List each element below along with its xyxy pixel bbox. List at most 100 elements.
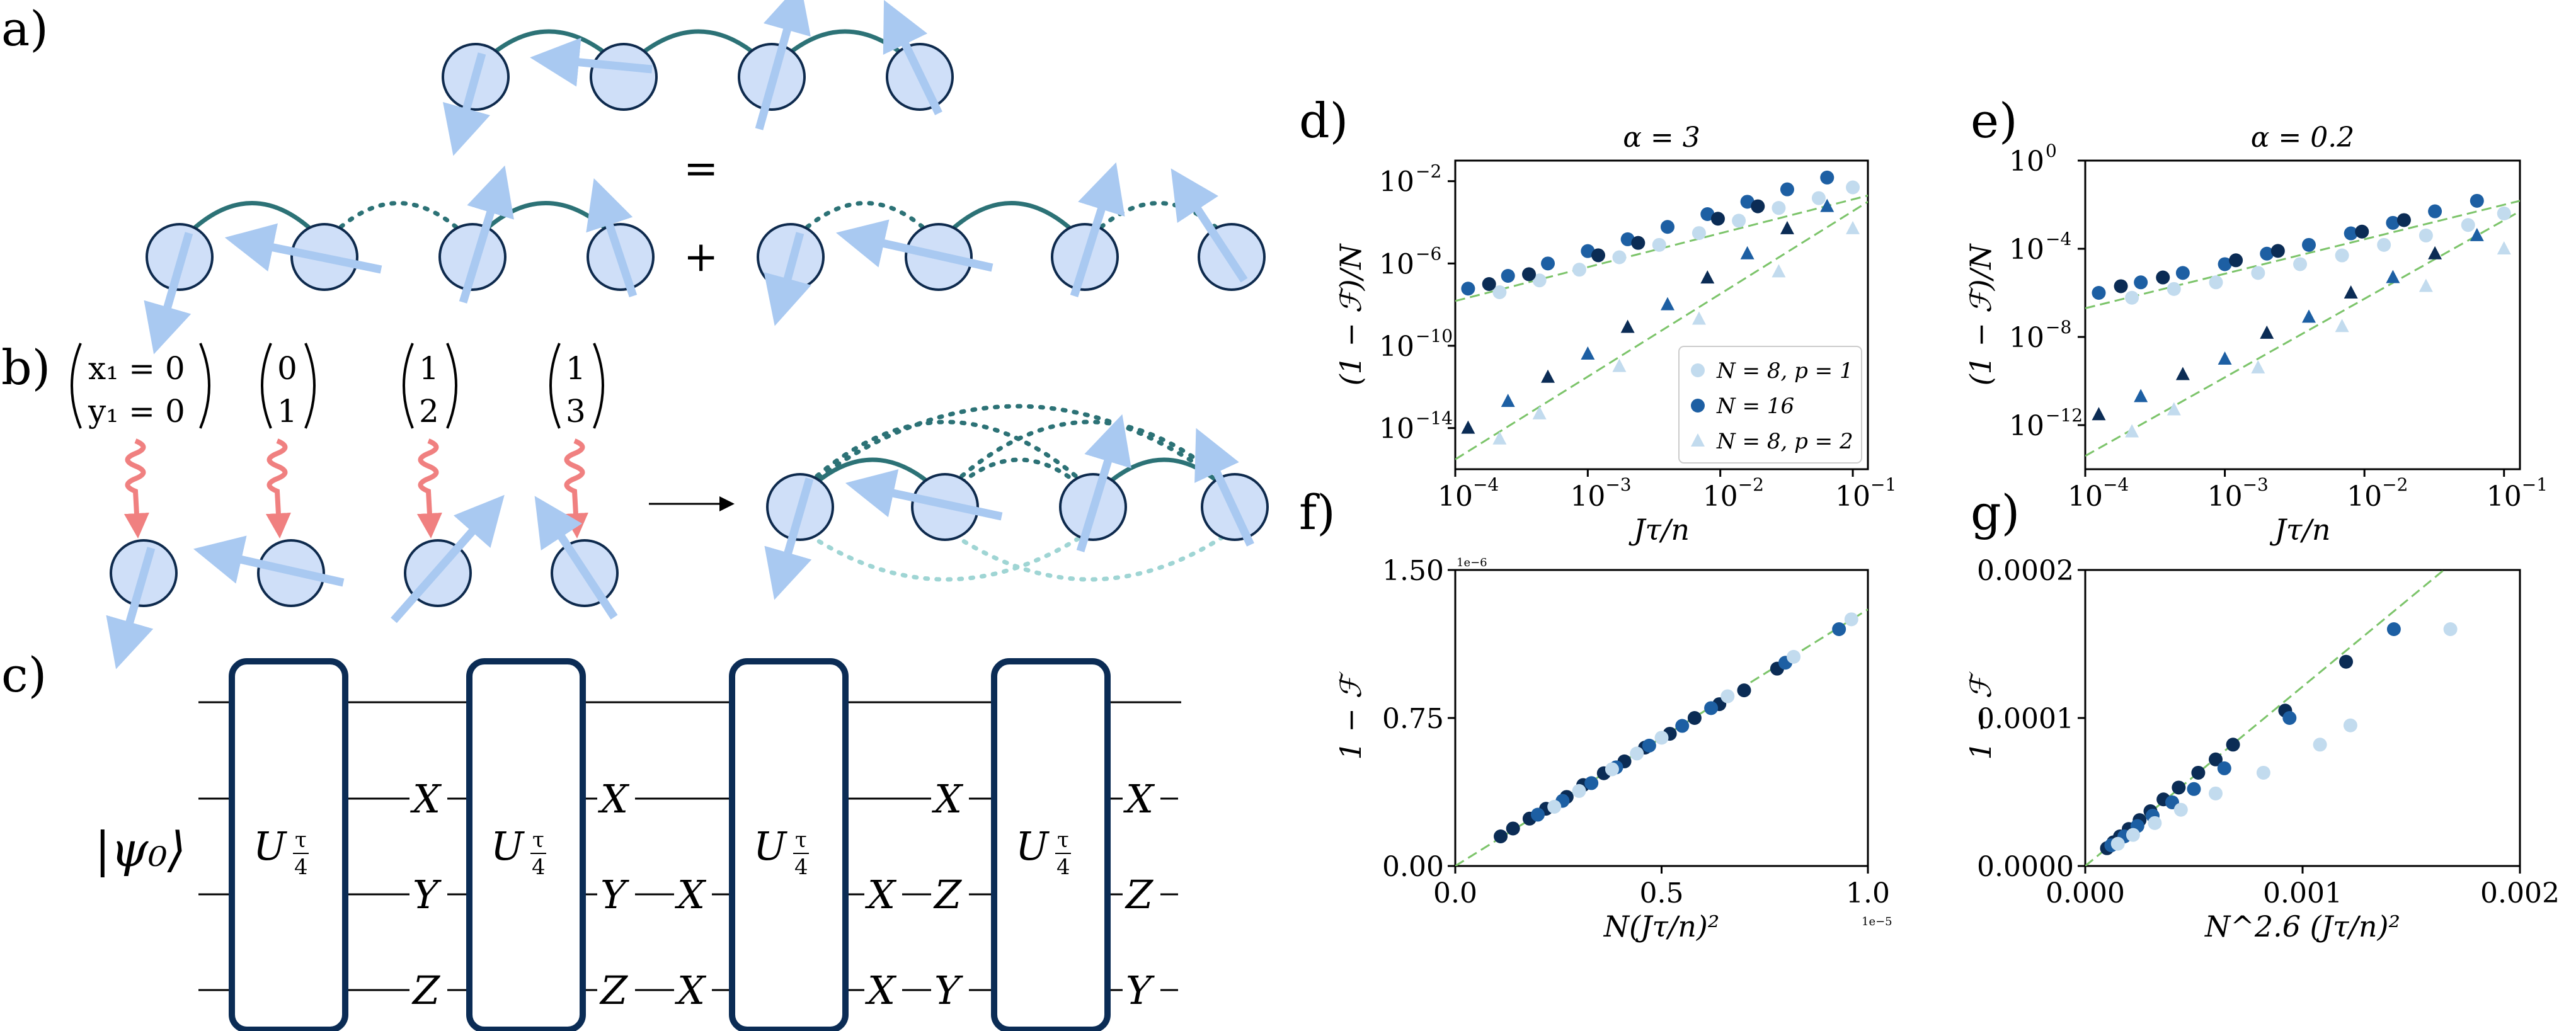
data-point <box>2110 836 2125 851</box>
pauli-label: Y <box>1126 967 1155 1013</box>
data-point <box>2256 765 2270 780</box>
vector-top: 1 <box>419 350 439 387</box>
data-point <box>2419 228 2433 242</box>
pauli-label: Y <box>934 967 963 1013</box>
data-point <box>2386 215 2400 230</box>
chart-title: α = 3 <box>1623 122 1700 154</box>
data-point <box>2386 622 2401 636</box>
y-tick-label: 0.75 <box>1382 703 1444 735</box>
spin-arrow <box>1171 168 1248 283</box>
x-tick-label: 0.000 <box>2046 877 2125 909</box>
gate-block: U τ 4 <box>991 658 1111 1031</box>
x-tick-label: 0.001 <box>2263 877 2342 909</box>
y-tick-label: 10 <box>2009 234 2044 266</box>
data-point <box>2251 266 2265 280</box>
y-axis-label: 1 − ℱ <box>1964 671 1998 760</box>
data-point <box>1675 719 1690 733</box>
unitary-gate <box>729 658 849 1031</box>
x-tick-label: 10 <box>1438 481 1473 513</box>
data-point <box>2167 282 2181 296</box>
data-point <box>2301 309 2316 323</box>
gate-sub-num: τ <box>532 828 544 853</box>
data-point <box>2218 351 2232 365</box>
y-tick-label: 10 <box>1379 166 1414 198</box>
data-point <box>2229 253 2243 268</box>
panel-label-c: c) <box>1 647 47 703</box>
data-point <box>1492 431 1507 445</box>
data-point <box>2461 218 2475 232</box>
data-point <box>2343 718 2357 732</box>
bond-dotted-long <box>798 404 1237 494</box>
spin-arrow <box>530 37 653 87</box>
data-point <box>1704 701 1719 715</box>
x-tick-exponent: −4 <box>2103 474 2129 495</box>
x-tick-label: 10 <box>2487 481 2522 513</box>
fit-line <box>2085 210 2520 457</box>
data-point <box>1772 264 1786 278</box>
bond <box>937 201 1087 244</box>
panel-label-e: e) <box>1971 93 2018 149</box>
pauli-label: X <box>598 776 630 822</box>
data-point <box>1482 277 1496 291</box>
data-point <box>2301 237 2316 252</box>
x-tick-label: 0.002 <box>2480 877 2560 909</box>
pauli-label: Y <box>413 872 442 918</box>
right-paren <box>199 343 210 429</box>
data-point <box>2209 275 2223 290</box>
spin-arrow <box>534 496 618 620</box>
data-point <box>1832 622 1846 636</box>
unitary-gate <box>991 658 1111 1031</box>
data-point <box>2175 367 2190 380</box>
data-point <box>1612 250 1627 265</box>
x-tick-exponent: −2 <box>2382 474 2408 495</box>
data-point <box>1700 207 1715 222</box>
x-axis-label: Jτ/n <box>1629 513 1690 547</box>
spin-arrow <box>224 223 382 274</box>
bond <box>178 201 326 244</box>
left-paren <box>261 343 272 429</box>
data-point <box>2092 286 2106 300</box>
data-point <box>1660 220 1674 234</box>
data-point <box>1732 214 1746 228</box>
panel-label-a: a) <box>1 1 49 57</box>
data-point <box>1461 420 1475 434</box>
position-vector: x₁ = 0 y₁ = 0 <box>71 343 210 430</box>
data-point <box>1787 649 1801 664</box>
spin-arrow <box>586 178 638 298</box>
data-point <box>1692 226 1706 241</box>
y-axis-label: (1 − ℱ)/N <box>1334 243 1368 386</box>
legend-marker <box>1691 433 1705 447</box>
data-point <box>1581 244 1595 258</box>
pauli-label: Z <box>933 872 962 918</box>
data-point <box>2396 213 2411 227</box>
data-point <box>2344 226 2358 241</box>
spin-arrow <box>193 535 345 587</box>
y-tick-label: 10 <box>1379 248 1414 280</box>
data-point <box>1652 237 1666 252</box>
data-point <box>1501 269 1515 283</box>
panel-b-diagram: x₁ = 0 y₁ = 0 0 1 1 2 1 3 <box>71 343 1269 669</box>
data-point <box>1620 232 1635 246</box>
data-point <box>2251 360 2265 373</box>
pauli-label: X <box>410 776 442 822</box>
gate-label: U <box>753 823 787 869</box>
spin-arrow <box>835 219 993 272</box>
data-point <box>2125 424 2139 438</box>
chart-title: α = 0.2 <box>2251 122 2355 154</box>
bond-dotted-long <box>942 419 1237 494</box>
data-point <box>1660 297 1674 310</box>
y-tick-label: 10 <box>2009 410 2044 442</box>
data-point <box>1737 683 1751 698</box>
panel-a-diagram: = + <box>144 0 1266 355</box>
bond-dotted <box>1082 201 1234 245</box>
y-tick-exponent: −12 <box>2046 405 2083 426</box>
spin-arrow <box>755 0 811 130</box>
data-point <box>2260 325 2274 339</box>
gate-block: U τ 4 <box>466 658 586 1031</box>
bond-dotted-lower <box>798 527 1096 582</box>
unitary-gate <box>229 658 348 1031</box>
data-point <box>2313 738 2327 752</box>
data-point <box>1572 783 1586 798</box>
data-point <box>1501 394 1515 407</box>
